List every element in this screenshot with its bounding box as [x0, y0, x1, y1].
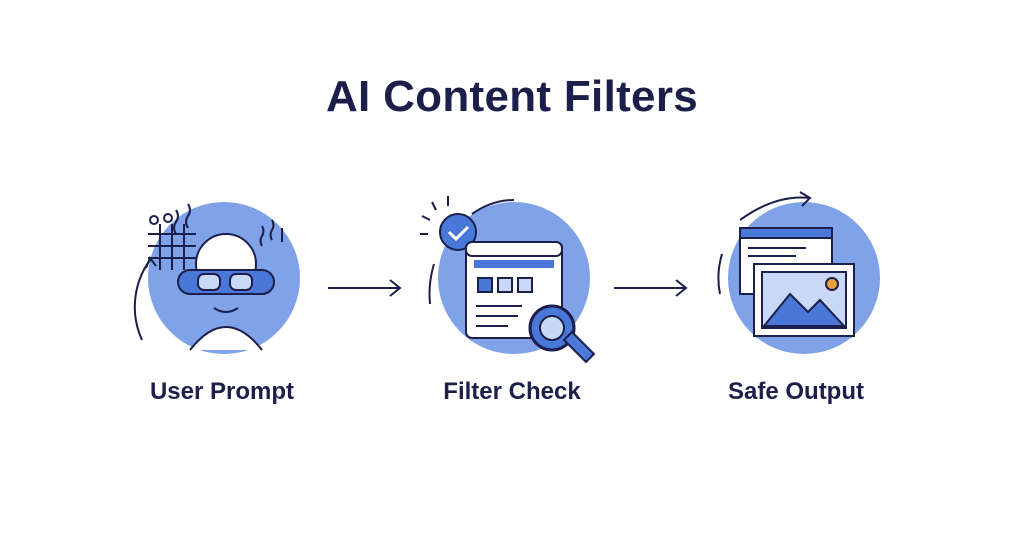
step-user-prompt: User Prompt	[102, 190, 342, 420]
user-with-goggles-icon	[133, 202, 300, 354]
step-filter-check: Filter Check	[392, 190, 632, 420]
step-safe-output: Safe Output	[676, 190, 916, 420]
arrow-right-icon	[614, 279, 688, 297]
image-document-icon	[717, 191, 880, 354]
step-label-safe-output: Safe Output	[728, 378, 864, 405]
step-label-filter-check: Filter Check	[443, 378, 581, 405]
step-label-user-prompt: User Prompt	[149, 378, 295, 405]
arrow-right-icon	[328, 279, 402, 297]
browser-magnifier-icon	[420, 196, 596, 364]
page-title: AI Content Filters	[325, 72, 699, 121]
